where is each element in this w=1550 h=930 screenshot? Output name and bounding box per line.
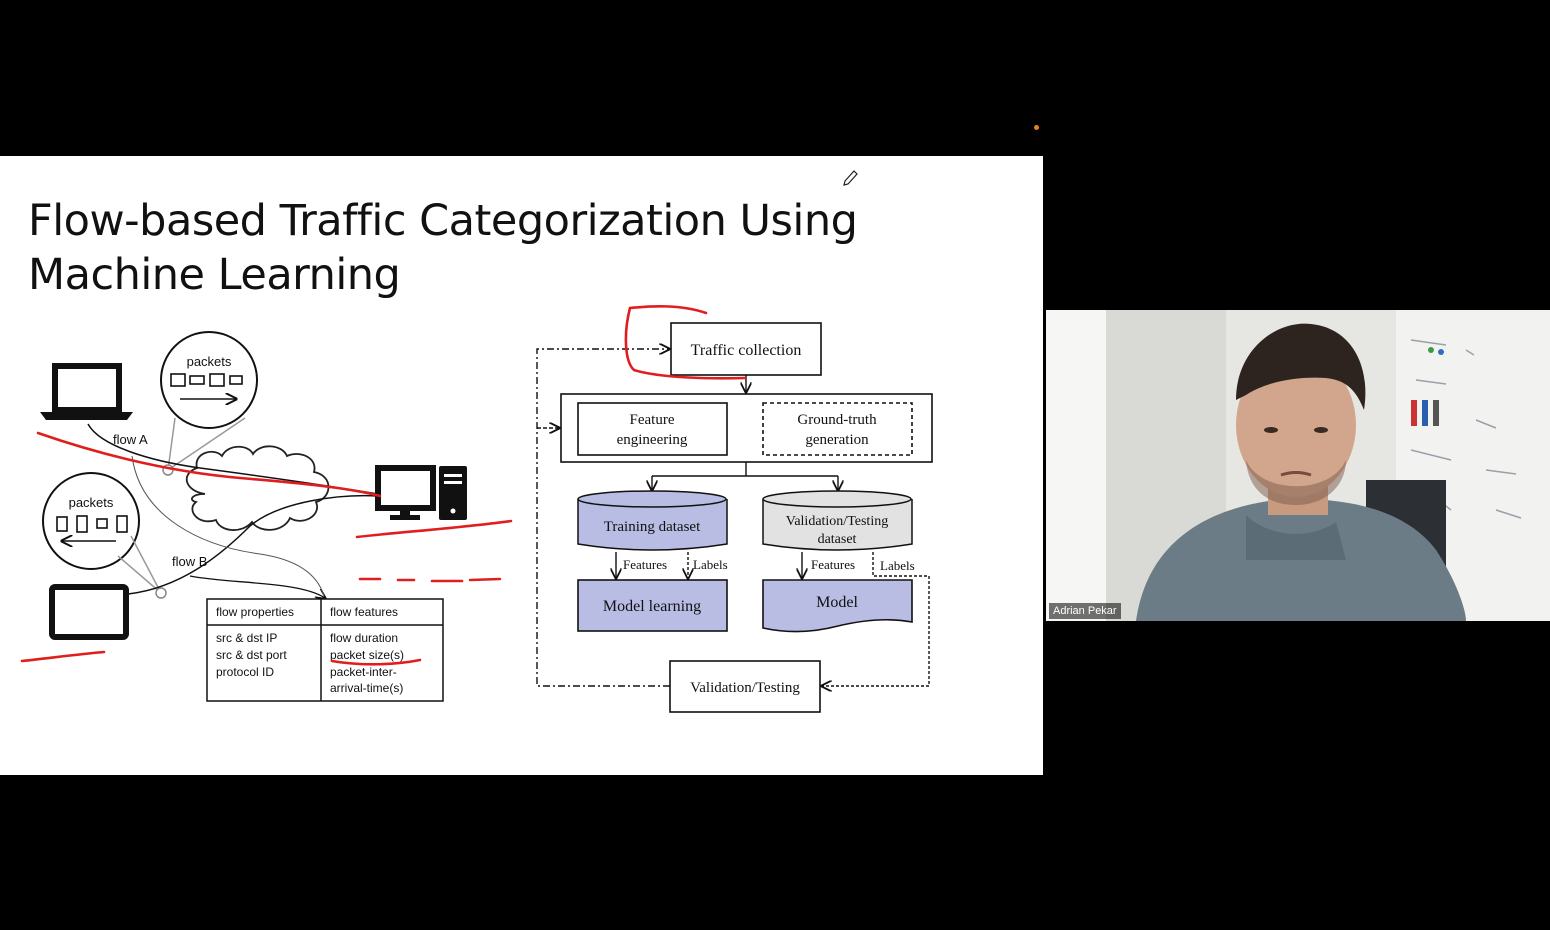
pipeline-diagram: Traffic collection Feature engineering G… <box>536 322 933 713</box>
validation-dataset-line1: Validation/Testing <box>786 514 888 529</box>
table-header-features: flow features <box>330 605 398 619</box>
slide-figures: packets packets flow A flow B fl <box>20 170 933 713</box>
labels-label-1: Labels <box>693 557 728 572</box>
flow-b-label: flow B <box>172 554 207 569</box>
recording-indicator-dot <box>1034 125 1039 130</box>
table-cell: arrival-time(s) <box>330 681 403 695</box>
pencil-cursor-icon <box>843 170 858 186</box>
feature-engineering-line2: engineering <box>617 432 688 448</box>
features-label-2: Features <box>811 557 855 572</box>
red-annotations <box>20 304 747 666</box>
validation-dataset-line2: dataset <box>818 532 857 547</box>
cloud-icon <box>185 445 330 531</box>
table-cell: packet size(s) <box>330 648 404 662</box>
packets-label-top: packets <box>187 354 232 369</box>
validation-testing-box: Validation/Testing <box>690 680 800 696</box>
labels-label-2: Labels <box>880 558 915 573</box>
table-cell: flow duration <box>330 631 398 645</box>
ground-truth-line2: generation <box>805 432 869 448</box>
traffic-collection-box: Traffic collection <box>691 342 802 359</box>
model-learning-box: Model learning <box>603 598 701 615</box>
table-cell: protocol ID <box>216 665 274 679</box>
ground-truth-line1: Ground-truth <box>797 412 877 428</box>
table-cell: packet-inter- <box>330 665 397 679</box>
packets-label-bottom: packets <box>69 495 114 510</box>
feature-engineering-line1: Feature <box>630 412 675 428</box>
desktop-computer-icon <box>375 465 467 520</box>
table-header-properties: flow properties <box>216 605 294 619</box>
table-cell: src & dst IP <box>216 631 277 645</box>
flow-table: flow properties flow features src & dst … <box>206 598 444 702</box>
shared-slide: Flow-based Traffic Categorization Using … <box>0 156 1043 775</box>
slide-title: Flow-based Traffic Categorization Using … <box>28 196 858 300</box>
participant-video <box>1046 310 1550 621</box>
laptop-icon <box>40 363 133 420</box>
table-cell: src & dst port <box>216 648 287 662</box>
tablet-icon <box>49 584 129 640</box>
features-label-1: Features <box>623 557 667 572</box>
training-dataset-cylinder: Training dataset <box>604 519 701 535</box>
webcam-video-tile[interactable]: Adrian Pekar <box>1046 310 1550 621</box>
participant-name-tag: Adrian Pekar <box>1049 603 1121 619</box>
flow-a-label: flow A <box>113 432 148 447</box>
model-box: Model <box>816 594 858 611</box>
